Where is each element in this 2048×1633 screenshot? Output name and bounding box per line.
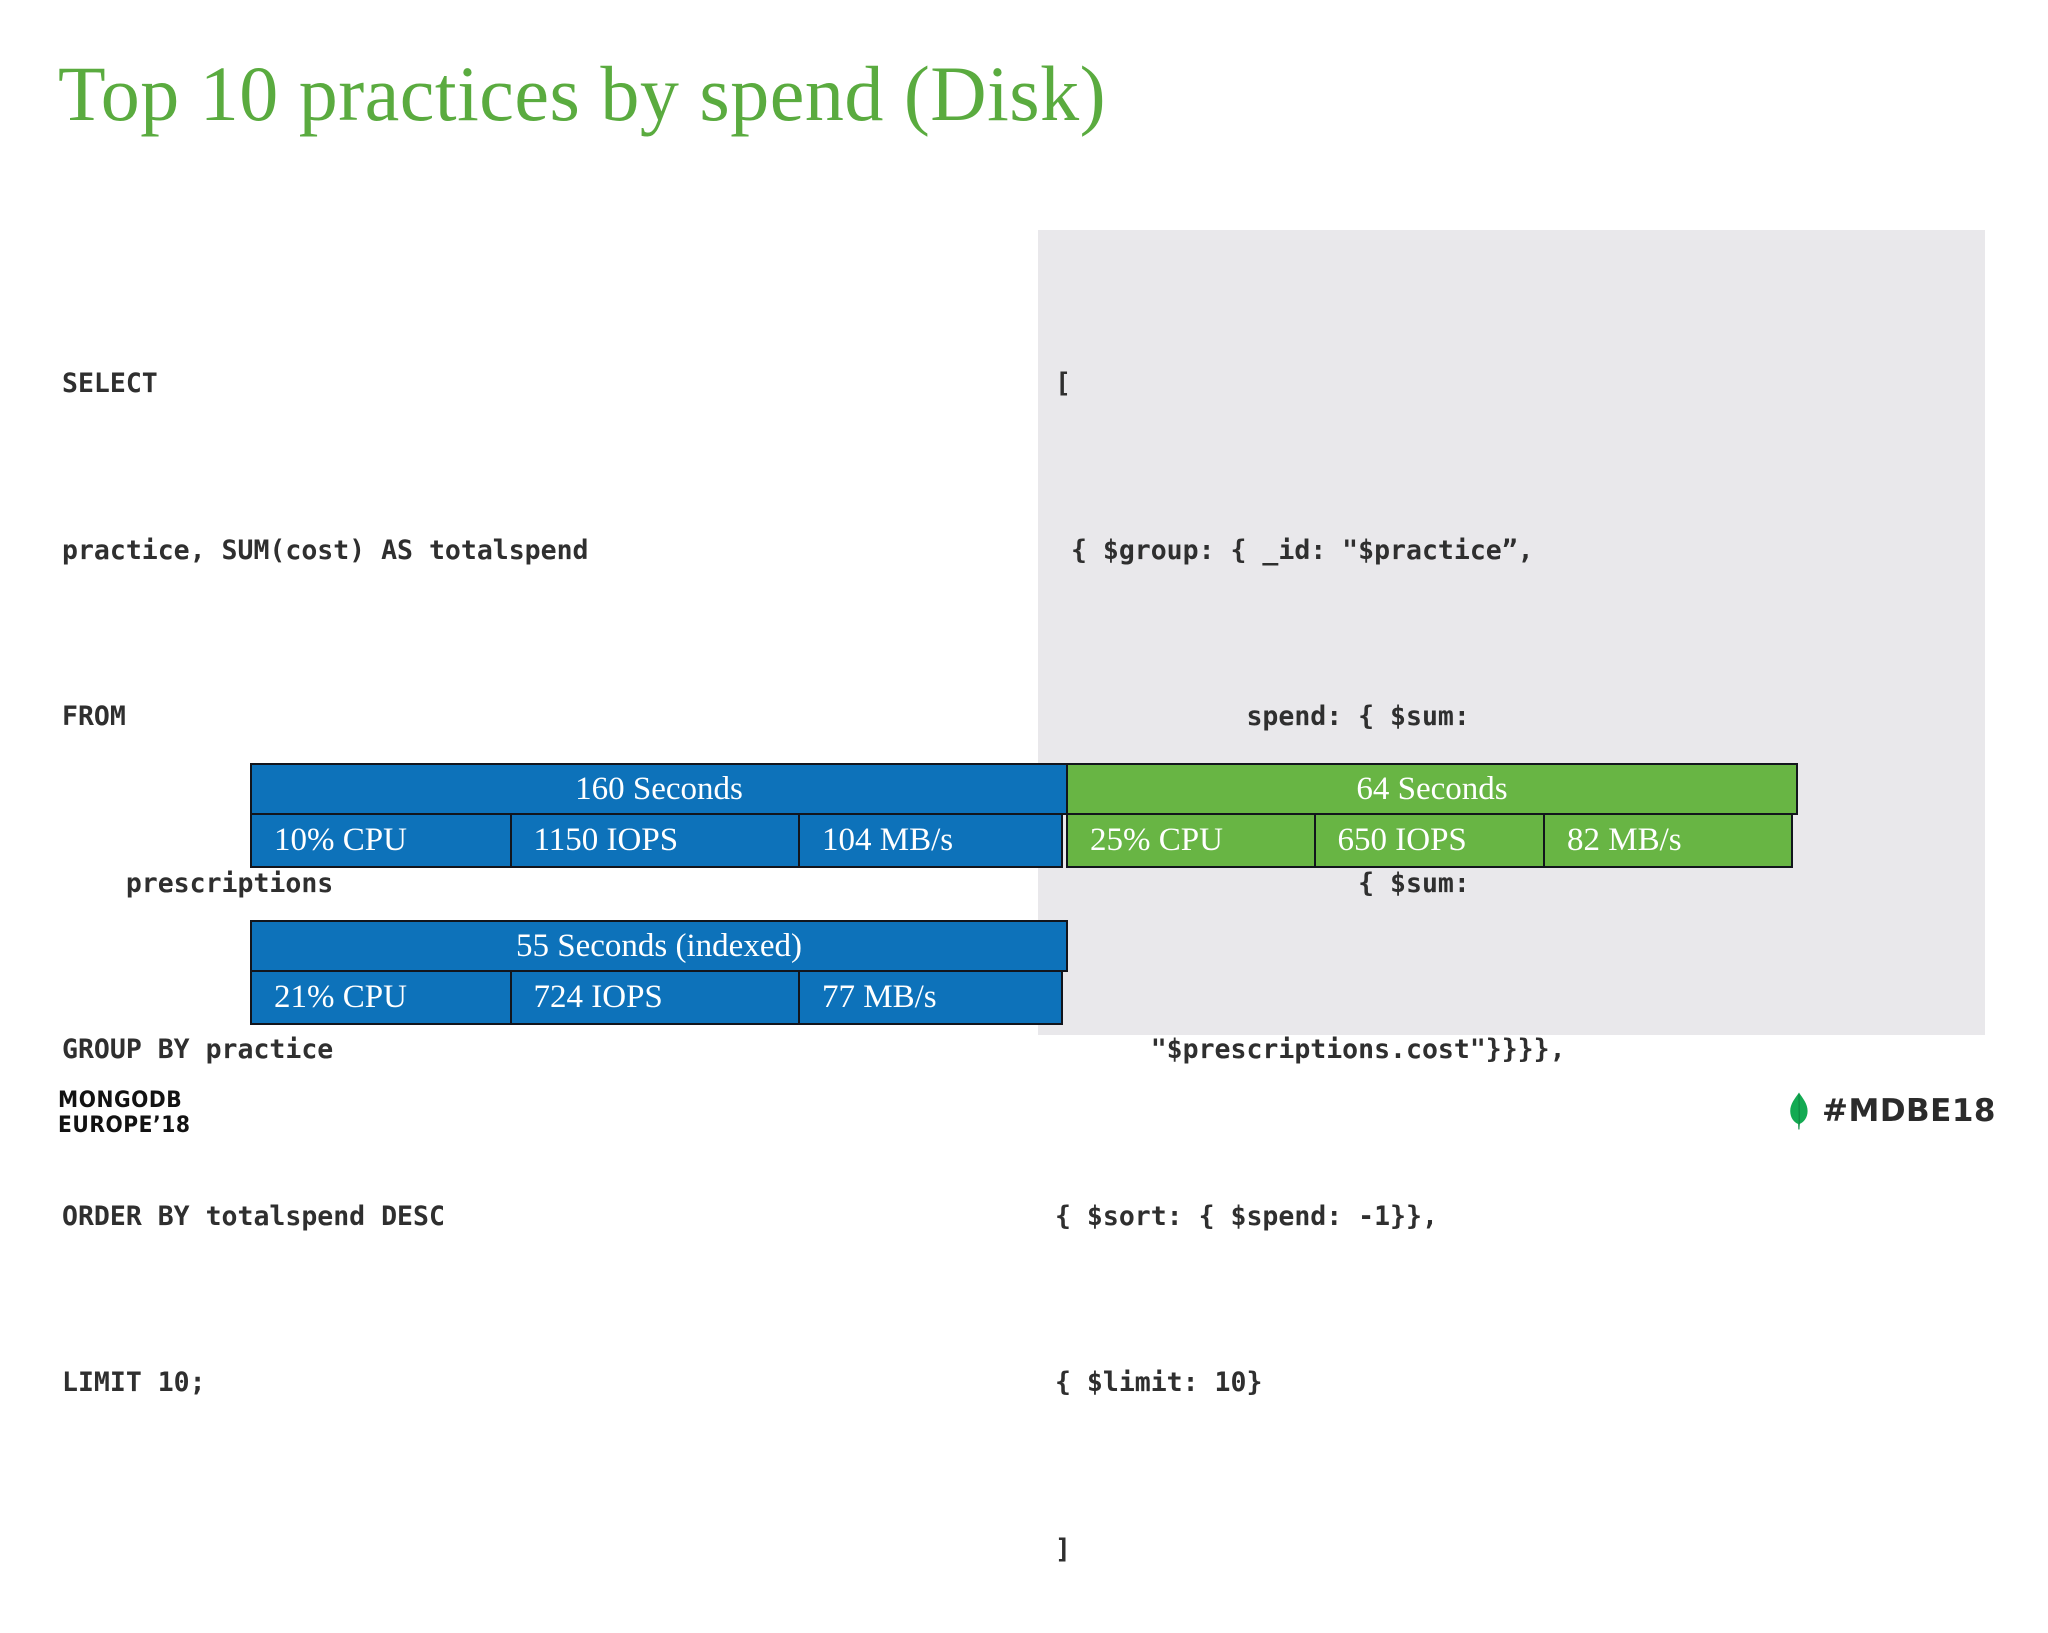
sql-code-line: prescriptions bbox=[62, 867, 334, 899]
result-header-seconds: 160 Seconds bbox=[250, 763, 1068, 815]
pipeline-code-line: "$prescriptions.cost"}}}}, bbox=[1055, 1034, 1566, 1065]
pipeline-code-line: spend: { $sum: bbox=[1055, 701, 1470, 732]
result-metric-iops: 650 IOPS bbox=[1313, 812, 1546, 868]
event-hashtag: #MDBE18 bbox=[1788, 1092, 1996, 1130]
result-header-seconds: 55 Seconds (indexed) bbox=[250, 920, 1068, 972]
sql-code-line: LIMIT 10; bbox=[62, 1367, 206, 1398]
result-header-seconds: 64 Seconds bbox=[1066, 763, 1798, 815]
sql-code-line: FROM bbox=[62, 701, 126, 732]
page-title: Top 10 practices by spend (Disk) bbox=[58, 50, 1107, 137]
pipeline-panel-background bbox=[1038, 230, 1985, 1035]
pipeline-code-line: [ bbox=[1055, 368, 1071, 399]
result-metric-row: 25% CPU 650 IOPS 82 MB/s bbox=[1066, 812, 1798, 868]
pipeline-code-line: { $limit: 10} bbox=[1055, 1367, 1263, 1398]
result-metric-iops: 1150 IOPS bbox=[509, 812, 801, 868]
pipeline-code-line: { $sum: bbox=[1055, 867, 1470, 899]
logo-line-mongodb: MONGODB bbox=[58, 1088, 183, 1113]
sql-code-line: SELECT bbox=[62, 368, 158, 399]
results-comparison: 160 Seconds 10% CPU 1150 IOPS 104 MB/s 6… bbox=[250, 763, 1798, 1025]
sql-code-line: practice, SUM(cost) AS totalspend bbox=[62, 534, 589, 566]
result-metric-row: 10% CPU 1150 IOPS 104 MB/s bbox=[250, 812, 1068, 868]
result-metric-cpu: 21% CPU bbox=[250, 969, 512, 1025]
result-metric-cpu: 25% CPU bbox=[1066, 812, 1316, 868]
logo-line-europe: EUROPE’18 bbox=[58, 1113, 191, 1138]
result-group-sql-indexed: 55 Seconds (indexed) 21% CPU 724 IOPS 77… bbox=[250, 920, 1068, 1025]
pipeline-code-line: { $sort: { $spend: -1}}, bbox=[1055, 1200, 1438, 1232]
pipeline-code-line: { $group: { _id: "$practice”, bbox=[1055, 534, 1534, 566]
pipeline-code-line: ] bbox=[1055, 1533, 1071, 1565]
result-metric-throughput: 104 MB/s bbox=[798, 812, 1063, 868]
result-metric-throughput: 82 MB/s bbox=[1543, 812, 1793, 868]
result-metric-throughput: 77 MB/s bbox=[798, 969, 1063, 1025]
sql-code-line: GROUP BY practice bbox=[62, 1034, 334, 1065]
result-group-mongodb: 64 Seconds 25% CPU 650 IOPS 82 MB/s bbox=[1066, 763, 1798, 868]
hashtag-label: #MDBE18 bbox=[1822, 1093, 1996, 1129]
result-metric-cpu: 10% CPU bbox=[250, 812, 512, 868]
result-metric-row: 21% CPU 724 IOPS 77 MB/s bbox=[250, 969, 1068, 1025]
result-metric-iops: 724 IOPS bbox=[509, 969, 801, 1025]
mongodb-leaf-icon bbox=[1788, 1092, 1810, 1130]
result-group-sql-nonindexed: 160 Seconds 10% CPU 1150 IOPS 104 MB/s bbox=[250, 763, 1068, 868]
mongodb-europe-logo: MONGODB EUROPE’18 bbox=[58, 1088, 191, 1138]
sql-code-line: ORDER BY totalspend DESC bbox=[62, 1200, 445, 1232]
pipeline-code-block: [ { $group: { _id: "$practice”, spend: {… bbox=[1055, 245, 1566, 1633]
